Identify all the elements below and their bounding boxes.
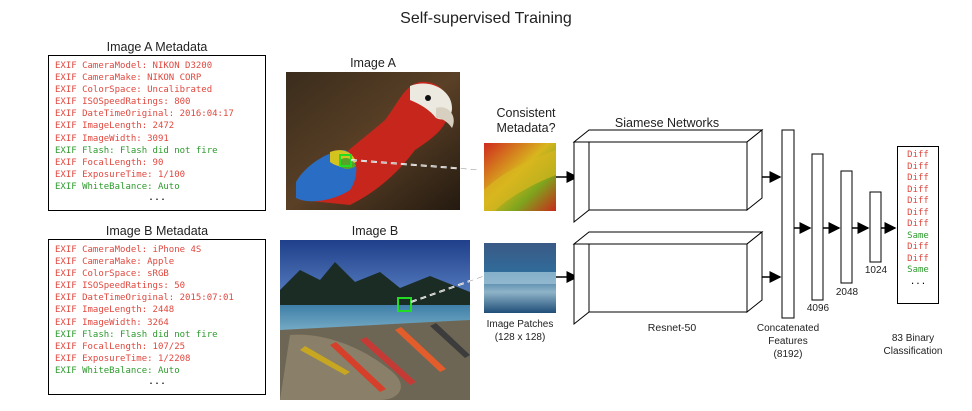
concat-features-bar xyxy=(781,129,795,319)
classification-output-item: Diff xyxy=(907,184,929,195)
image-a-patch-connector-outline xyxy=(350,159,481,171)
metadata-line: EXIF WhiteBalance: Auto xyxy=(55,181,180,192)
classification-output-item: Same xyxy=(907,265,929,275)
siamese-block-bottom xyxy=(572,230,764,326)
metadata-line: EXIF Flash: Flash did not fire xyxy=(55,329,218,340)
image-b-metadata-box: EXIF CameraModel: iPhone 4S EXIF CameraMa… xyxy=(48,239,266,395)
resnet-label: Resnet-50 xyxy=(647,322,697,334)
image-a-metadata-ellipsis: ... xyxy=(147,192,167,204)
layer-size-2048: 2048 xyxy=(835,287,859,298)
metadata-line: EXIF ImageLength: 2448 xyxy=(55,305,175,316)
image-a-label: Image A xyxy=(350,56,396,70)
metadata-line: EXIF ISOSpeedRatings: 50 xyxy=(55,281,186,292)
metadata-line: EXIF ImageWidth: 3264 xyxy=(55,317,169,328)
siamese-block-top xyxy=(572,128,764,224)
metadata-line: EXIF ISOSpeedRatings: 800 xyxy=(55,97,191,108)
metadata-line: EXIF ColorSpace: Uncalibrated xyxy=(55,85,213,96)
image-b-patch-connector-outline xyxy=(410,275,485,303)
patches-label-line1: Image Patches xyxy=(486,319,554,330)
concat-label-line3: (8192) xyxy=(773,349,803,360)
metadata-line: EXIF DateTimeOriginal: 2015:07:01 xyxy=(55,293,234,304)
classification-label-line1: 83 Binary xyxy=(891,333,935,344)
image-b-metadata-lines: EXIF CameraModel: iPhone 4S EXIF CameraMa… xyxy=(55,244,259,377)
metadata-line: EXIF CameraModel: NIKON D3200 xyxy=(55,61,213,71)
concat-label-line2: Features xyxy=(768,336,808,347)
metadata-line: EXIF DateTimeOriginal: 2016:04:17 xyxy=(55,109,234,120)
metadata-line: EXIF ColorSpace: sRGB xyxy=(55,269,169,280)
patches-label-line2: (128 x 128) xyxy=(494,332,546,343)
metadata-line: EXIF ImageWidth: 3091 xyxy=(55,133,169,144)
classification-output-item: Diff xyxy=(907,219,929,229)
metadata-line: EXIF FocalLength: 90 xyxy=(55,157,164,168)
classification-label: 83 Binary Classification xyxy=(878,332,948,358)
metadata-line: EXIF WhiteBalance: Auto xyxy=(55,365,180,376)
classification-output-item: Diff xyxy=(907,242,929,252)
image-a-photo xyxy=(286,72,460,210)
consistent-label-line2: Metadata? xyxy=(496,121,556,135)
classification-output-item: Diff xyxy=(907,161,929,172)
layer-size-1024: 1024 xyxy=(864,265,888,276)
concat-label-line1: Concatenated xyxy=(756,323,820,334)
layer-size-4096: 4096 xyxy=(806,303,830,314)
concatenated-features-label: Concatenated Features (8192) xyxy=(746,322,830,361)
fc-1024-bar xyxy=(869,191,882,263)
metadata-line: EXIF ImageLength: 2472 xyxy=(55,121,175,132)
image-b-metadata-heading: Image B Metadata xyxy=(105,224,209,238)
siamese-networks-label: Siamese Networks xyxy=(614,116,720,130)
metadata-line: EXIF CameraMake: Apple xyxy=(55,257,175,268)
metadata-line: EXIF FocalLength: 107/25 xyxy=(55,341,186,352)
image-b-label: Image B xyxy=(351,224,399,238)
classification-ellipsis: ... xyxy=(909,276,927,287)
image-b-patch-shoreline xyxy=(484,272,556,284)
classification-output-item: Diff xyxy=(907,150,929,160)
fc-4096-bar xyxy=(811,153,824,301)
consistent-label-line1: Consistent xyxy=(496,106,556,120)
consistent-metadata-label: Consistent Metadata? xyxy=(478,106,574,136)
metadata-line: EXIF CameraMake: NIKON CORP xyxy=(55,73,202,84)
metadata-line: EXIF ExposureTime: 1/100 xyxy=(55,169,186,180)
image-a-patch-feather xyxy=(484,150,556,211)
classification-output-item: Diff xyxy=(907,207,929,218)
classification-output-item: Diff xyxy=(907,173,929,183)
classification-output-item: Diff xyxy=(907,196,929,206)
image-patches-label: Image Patches (128 x 128) xyxy=(474,318,566,344)
diagram-title: Self-supervised Training xyxy=(400,10,572,27)
metadata-line: EXIF CameraModel: iPhone 4S xyxy=(55,245,202,255)
fc-2048-bar xyxy=(840,170,853,284)
image-b-photo xyxy=(280,240,470,400)
classification-output-item: Diff xyxy=(907,253,929,264)
classification-output-item: Same xyxy=(907,230,929,241)
classification-label-line2: Classification xyxy=(883,346,943,357)
metadata-line: EXIF ExposureTime: 1/2208 xyxy=(55,353,191,364)
image-b-metadata-ellipsis: ... xyxy=(147,376,167,388)
image-a-metadata-heading: Image A Metadata xyxy=(106,40,208,54)
metadata-line: EXIF Flash: Flash did not fire xyxy=(55,145,218,156)
